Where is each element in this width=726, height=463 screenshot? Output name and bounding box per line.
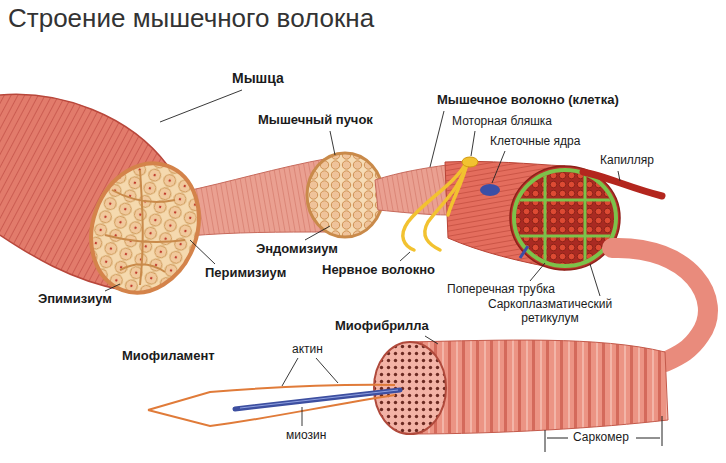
part-label: актин: [292, 342, 323, 356]
part-label: Перимизиум: [205, 265, 286, 281]
myofibril-dots: [516, 172, 614, 264]
reticulum: [515, 170, 615, 265]
myosin-rod: [235, 390, 400, 409]
part-label: миозин: [286, 428, 326, 442]
part-label: Миофибрилла: [335, 318, 429, 334]
part-label: Мышечное волокно (клетка): [437, 92, 619, 108]
part-label: Мышечный пучок: [258, 112, 373, 128]
cell-section: [510, 166, 620, 270]
muscle-section: [74, 148, 217, 308]
myofibril-body: [410, 340, 668, 434]
part-label: Эпимизиум: [38, 291, 112, 307]
part-label: Моторная бляшка: [452, 114, 552, 128]
reticulum-ring: [514, 170, 616, 266]
part-label: Мышца: [232, 70, 284, 87]
myofibril-section: [374, 342, 446, 434]
nerve: [403, 160, 468, 250]
part-label: Миофиламент: [122, 348, 215, 364]
part-label: Эндомизиум: [256, 241, 338, 257]
t-tubule: [520, 246, 528, 258]
capillary: [583, 172, 662, 196]
motor-plate: [462, 157, 478, 167]
title-text: Строение мышечного волокна: [8, 4, 374, 34]
part-label: Саркомер: [573, 430, 629, 444]
muscle-outline: [0, 94, 168, 166]
leader-lines: [105, 90, 620, 426]
perimysium-lines: [105, 170, 185, 285]
part-label: Нервное волокно: [322, 262, 435, 278]
sarcomere-bracket: [545, 416, 662, 452]
part-label: Капилляр: [600, 153, 654, 167]
part-label: Клеточные ядра: [490, 134, 580, 148]
part-label: Поперечная трубка: [447, 282, 555, 296]
nucleus: [480, 184, 500, 196]
part-label: Саркоплазматический ретикулум: [470, 297, 630, 326]
myosin-highlight: [240, 390, 398, 408]
bundle-section: [307, 153, 383, 237]
